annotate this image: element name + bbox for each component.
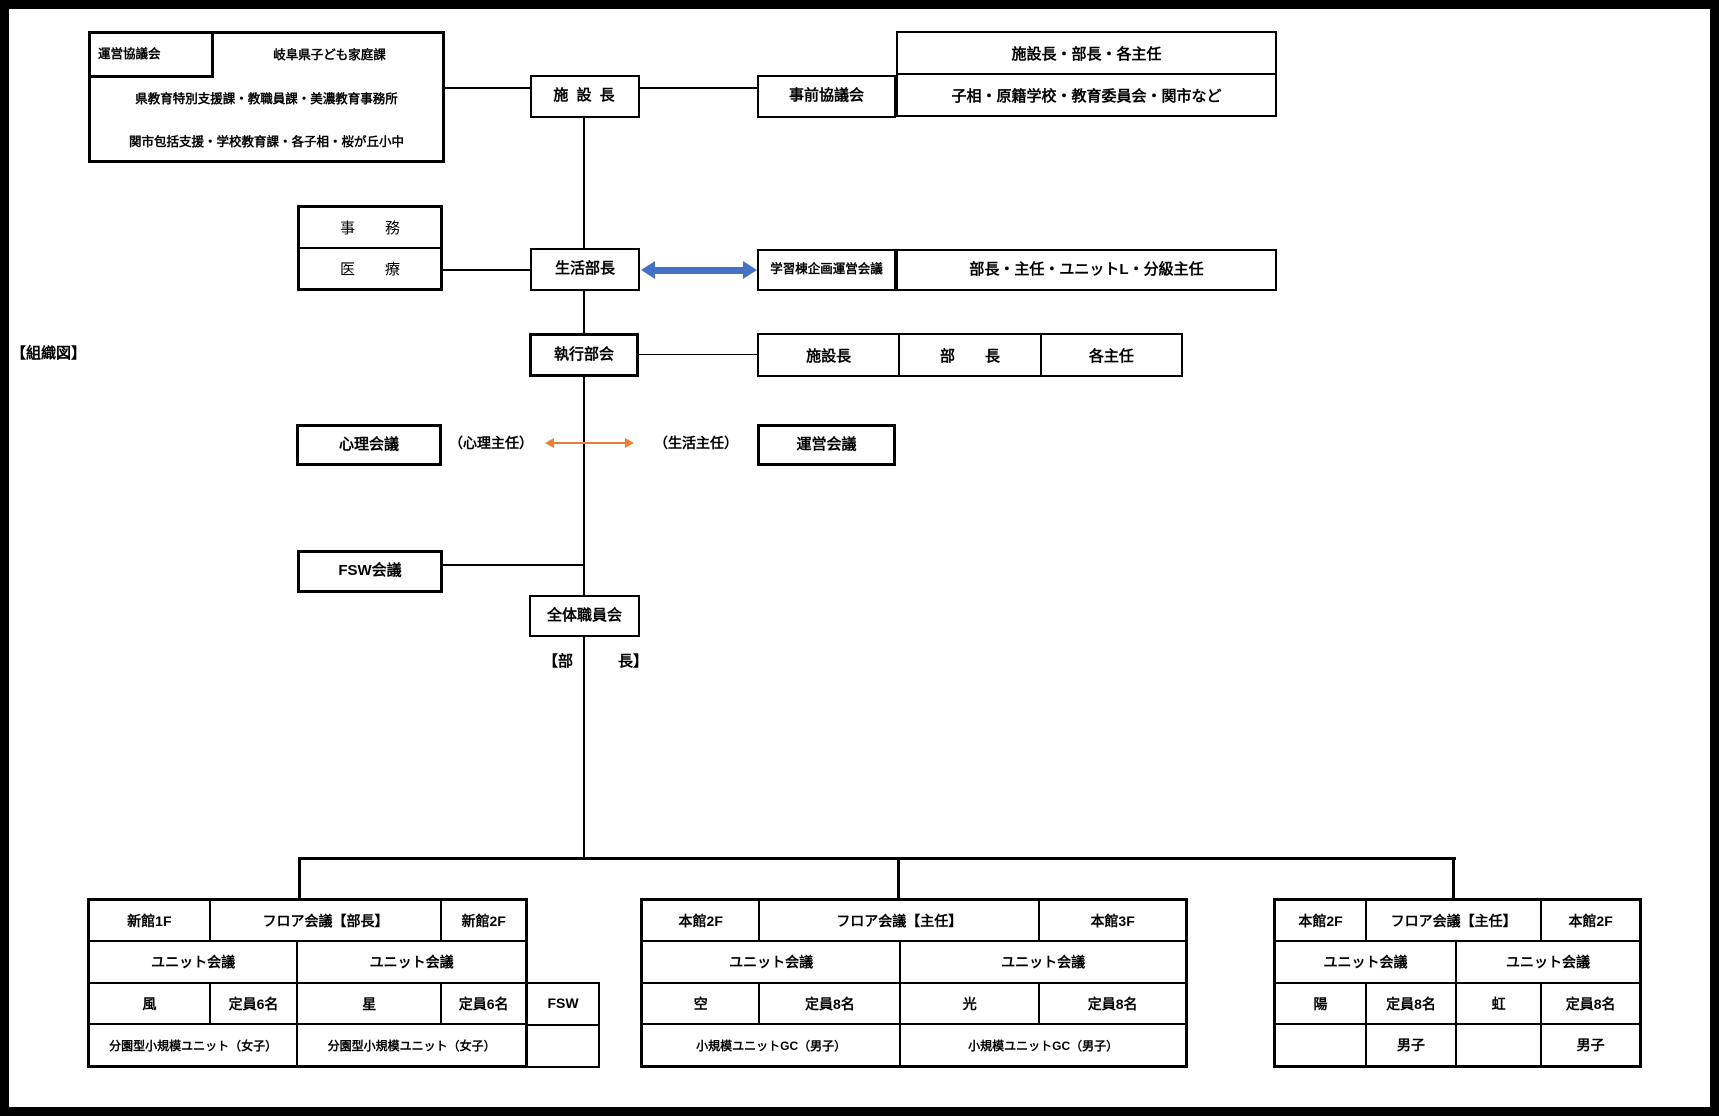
table-cell: 小規模ユニットGC（男子）	[643, 1025, 900, 1065]
table-cell: 分園型小規模ユニット（女子）	[298, 1025, 525, 1065]
orange-arrowhead-left-icon	[545, 438, 554, 448]
table-cell: フロア会議【主任】	[1367, 901, 1541, 940]
admin-medical-box: 事 務 医 療	[297, 205, 443, 291]
table-cell	[1457, 1025, 1541, 1065]
trunk-horizontal	[298, 857, 1456, 860]
seki-city-support-label: 関市包括支援・学校教育課・各子相・桜が丘小中	[128, 134, 404, 149]
medical-cell: 医 療	[300, 249, 440, 288]
table-cell: フロア会議【主任】	[760, 901, 1039, 940]
table-cell: 新館1F	[90, 901, 209, 940]
gifu-children-dept-label: 岐阜県子ども家庭課	[273, 48, 386, 63]
table-cell: 定員8名	[1040, 984, 1185, 1023]
table-cell: ユニット会議	[298, 942, 525, 982]
prior-council-members-table: 施設長・部長・各主任 子相・原籍学校・教育委員会・関市など	[896, 31, 1277, 117]
executive-member-cell: 部 長	[900, 335, 1040, 375]
connector-executive-down	[583, 377, 585, 595]
executive-meeting-box: 執行部会	[529, 333, 639, 377]
connector-topleft-to-director	[445, 87, 530, 89]
operating-council-box: 運営協議会	[91, 34, 214, 78]
page-title: 【組織図】	[11, 345, 87, 362]
prior-council-box: 事前協議会	[757, 75, 896, 118]
management-meeting-box: 運営会議	[757, 424, 896, 466]
table-cell: 光	[901, 984, 1039, 1023]
connector-executive-to-members	[639, 354, 757, 355]
left-floor-table: 新館1F フロア会議【部長】 新館2F ユニット会議 ユニット会議 風 定員6名…	[87, 898, 528, 1068]
table-cell: ユニット会議	[901, 942, 1185, 982]
table-cell: 星	[298, 984, 441, 1023]
blue-arrowhead-right-icon	[743, 261, 757, 279]
table-cell: 定員8名	[1367, 984, 1456, 1023]
table-cell: ユニット会議	[90, 942, 297, 982]
fsw-column-empty-cell	[526, 1024, 600, 1068]
right-floor-table: 本館2F フロア会議【主任】 本館2F ユニット会議 ユニット会議 陽 定員8名…	[1273, 898, 1642, 1068]
prior-council-members-row2: 子相・原籍学校・教育委員会・関市など	[898, 75, 1275, 115]
table-cell	[1276, 1025, 1365, 1065]
psychology-chief-label: （心理主任）	[449, 435, 533, 451]
prior-council-members-row1: 施設長・部長・各主任	[898, 33, 1275, 73]
table-cell: 定員8名	[1542, 984, 1639, 1023]
table-cell: 空	[643, 984, 759, 1023]
table-cell: 虹	[1457, 984, 1541, 1023]
table-cell: ユニット会議	[1276, 942, 1456, 982]
facility-director-box: 施 設 長	[530, 75, 640, 118]
table-cell: 本館3F	[1040, 901, 1185, 940]
table-cell: 本館2F	[1276, 901, 1365, 940]
director-caption-label: 【部 長】	[543, 653, 649, 670]
table-cell: ユニット会議	[643, 942, 900, 982]
table-cell: 分園型小規模ユニット（女子）	[90, 1025, 297, 1065]
prefecture-education-label: 県教育特別支援課・教職員課・美濃教育事務所	[135, 92, 398, 107]
table-cell: ユニット会議	[1457, 942, 1639, 982]
table-cell: 定員6名	[442, 984, 525, 1023]
executive-member-cell: 施設長	[759, 335, 899, 375]
executive-members-row: 施設長 部 長 各主任	[757, 333, 1183, 377]
table-cell: 本館2F	[643, 901, 759, 940]
admin-cell: 事 務	[300, 208, 440, 247]
connector-director-down	[583, 118, 585, 248]
fsw-meeting-box: FSW会議	[297, 550, 443, 593]
orange-arrowhead-right-icon	[625, 438, 634, 448]
table-cell: 定員8名	[760, 984, 900, 1023]
all-staff-meeting-box: 全体職員会	[529, 595, 640, 637]
executive-member-cell: 各主任	[1041, 335, 1181, 375]
life-chief-label: （生活主任）	[654, 435, 738, 451]
connector-allstaff-down	[583, 637, 585, 859]
table-cell: 陽	[1276, 984, 1365, 1023]
blue-arrowhead-left-icon	[641, 261, 655, 279]
trunk-drop-middle	[897, 857, 900, 899]
connector-director-to-priorcouncil	[640, 87, 757, 89]
connector-admin-to-lifedirector	[443, 269, 530, 271]
stakeholder-box: 運営協議会 岐阜県子ども家庭課 県教育特別支援課・教職員課・美濃教育事務所 関市…	[88, 31, 445, 163]
table-cell: 男子	[1367, 1025, 1456, 1065]
trunk-drop-left	[298, 857, 301, 899]
table-cell: 定員6名	[210, 984, 297, 1023]
table-cell: 小規模ユニットGC（男子）	[901, 1025, 1185, 1065]
table-cell: 風	[90, 984, 209, 1023]
psychology-meeting-box: 心理会議	[296, 424, 442, 466]
table-cell: 新館2F	[442, 901, 525, 940]
table-cell: フロア会議【部長】	[210, 901, 441, 940]
operating-council-label: 運営協議会	[98, 46, 161, 61]
table-cell: 本館2F	[1542, 901, 1639, 940]
blue-double-arrow	[641, 261, 757, 279]
trunk-drop-right	[1452, 857, 1455, 899]
orange-double-arrow	[545, 437, 634, 449]
middle-floor-table: 本館2F フロア会議【主任】 本館3F ユニット会議 ユニット会議 空 定員8名…	[640, 898, 1188, 1068]
fsw-column-cell: FSW	[526, 982, 600, 1026]
learning-wing-members-box: 部長・主任・ユニットL・分級主任	[896, 249, 1277, 291]
table-cell: 男子	[1542, 1025, 1639, 1065]
connector-lifedirector-down	[583, 291, 585, 333]
connector-fsw-to-trunk	[443, 564, 584, 566]
learning-wing-meeting-box: 学習棟企画運営会議	[757, 249, 896, 291]
life-director-box: 生活部長	[530, 248, 640, 291]
